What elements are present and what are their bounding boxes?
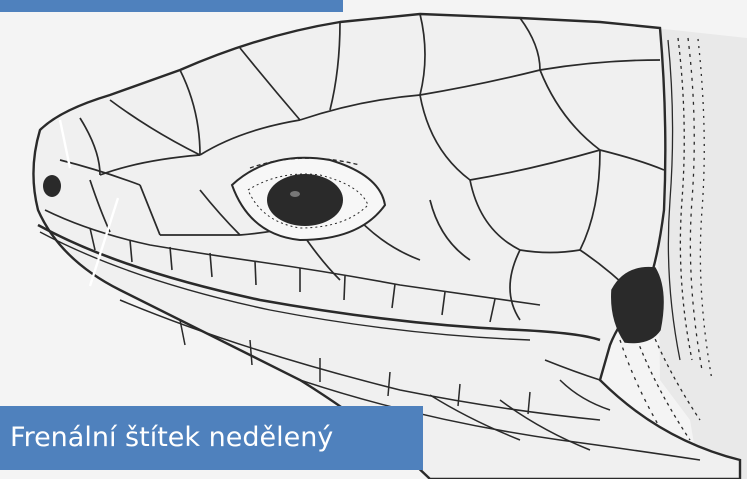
ear-opening [612,268,663,343]
nostril [43,175,61,197]
caption-label: Frenální štítek nedělený [0,406,423,470]
